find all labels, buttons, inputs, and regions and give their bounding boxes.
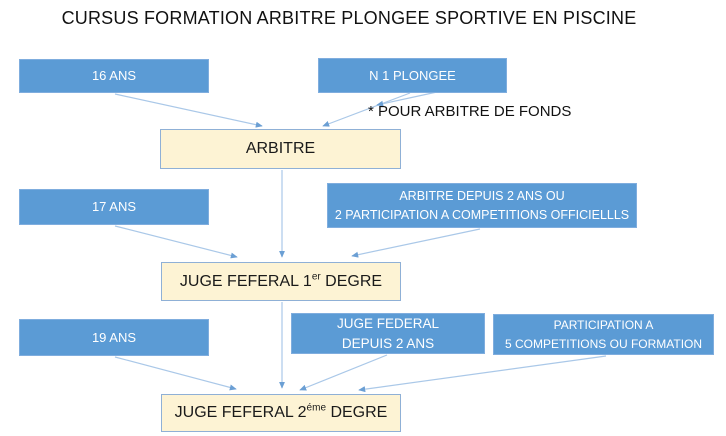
arrow-jugefederaldepuis-to-juge2 bbox=[299, 354, 388, 391]
box-participation-line1: PARTICIPATION A bbox=[553, 317, 654, 332]
box-juge-federal-2eme-degre: JUGE FEFERAL 2éme DEGRE bbox=[161, 394, 401, 432]
box-n1-plongee-label: N 1 PLONGEE bbox=[369, 67, 456, 83]
diagram-title: CURSUS FORMATION ARBITRE PLONGEE SPORTIV… bbox=[61, 8, 637, 28]
arrow-19ans-to-juge2 bbox=[114, 356, 237, 391]
arrow-17ans-to-juge1 bbox=[114, 225, 238, 259]
arrow-arbitredepuis-to-juge1 bbox=[351, 228, 481, 258]
box-arbitre-depuis-line2: 2 PARTICIPATION A COMPETITIONS OFFICIELL… bbox=[334, 207, 630, 222]
box-n1-plongee: N 1 PLONGEE bbox=[318, 58, 507, 93]
box-16-ans-label: 16 ANS bbox=[91, 68, 137, 84]
box-19-ans: 19 ANS bbox=[19, 319, 209, 356]
juge2-label-sup: éme bbox=[306, 402, 326, 414]
juge1-label-suffix: DEGRE bbox=[320, 272, 383, 290]
footnote-pour-arbitre-de-fonds: * POUR ARBITRE DE FONDS bbox=[368, 103, 572, 120]
box-participation-5-competitions: PARTICIPATION A 5 COMPETITIONS OU FORMAT… bbox=[493, 314, 714, 355]
box-juge-federal-depuis-2-ans: JUGE FEDERAL DEPUIS 2 ANS bbox=[291, 313, 485, 354]
box-jfd-line1: JUGE FEDERAL bbox=[336, 315, 440, 331]
box-19-ans-label: 19 ANS bbox=[91, 329, 137, 345]
box-jfd-line2: DEPUIS 2 ANS bbox=[341, 335, 435, 351]
arrow-participation-to-juge2 bbox=[358, 355, 607, 393]
box-17-ans: 17 ANS bbox=[19, 189, 209, 225]
box-juge-federal-1er-degre: JUGE FEFERAL 1er DEGRE bbox=[161, 262, 401, 301]
box-17-ans-label: 17 ANS bbox=[91, 199, 137, 215]
juge1-label-sup: er bbox=[311, 271, 321, 283]
juge2-label-suffix: DEGRE bbox=[326, 404, 388, 422]
box-arbitre-label: ARBITRE bbox=[245, 140, 316, 158]
box-arbitre: ARBITRE bbox=[160, 129, 401, 169]
box-16-ans: 16 ANS bbox=[19, 59, 209, 93]
juge1-label-prefix: JUGE FEFERAL 1 bbox=[179, 272, 312, 290]
box-participation-line2: 5 COMPETITIONS OU FORMATION bbox=[504, 336, 703, 351]
arrow-16ans-to-arbitre bbox=[114, 93, 263, 128]
juge2-label-prefix: JUGE FEFERAL 2 bbox=[174, 404, 307, 422]
box-arbitre-depuis-line1: ARBITRE DEPUIS 2 ANS OU bbox=[399, 188, 565, 203]
box-arbitre-depuis-2-ans: ARBITRE DEPUIS 2 ANS OU 2 PARTICIPATION … bbox=[327, 183, 637, 228]
